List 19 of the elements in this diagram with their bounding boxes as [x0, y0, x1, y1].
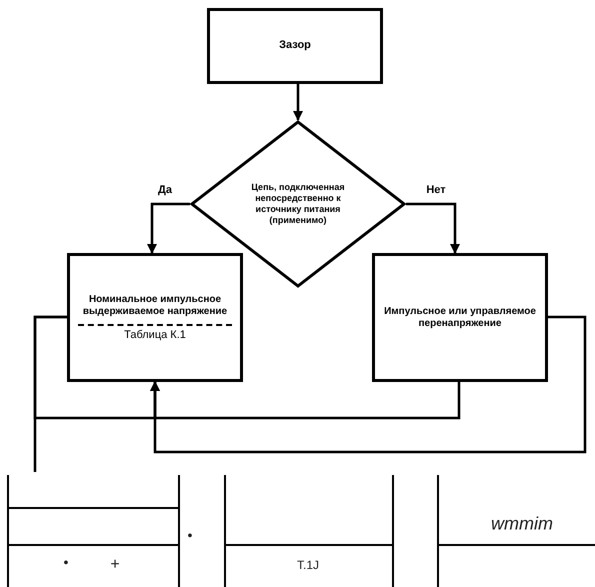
edge-label: Нет — [424, 184, 448, 196]
process-box — [67, 253, 243, 382]
arrow — [293, 84, 303, 121]
table-text: wmmim — [491, 514, 553, 534]
table-text: • — [64, 554, 68, 570]
node-text: Цепь, подключенная непосредственно к источнику питания (применимо) — [250, 182, 346, 226]
process-box — [207, 8, 383, 84]
node-text: Зазор — [279, 39, 311, 53]
table-text: T.1J — [297, 558, 319, 572]
arrow — [406, 202, 460, 254]
table-text: • — [188, 527, 192, 543]
table-text: + — [110, 556, 120, 574]
table-reference: Таблица К.1 — [78, 324, 232, 341]
node-text: Импульсное или управляемое перенапряжение — [383, 306, 537, 330]
decision-diamond — [190, 120, 406, 288]
node-text: Номинальное импульсное выдерживаемое напряжение — [82, 294, 228, 318]
arrow — [147, 202, 190, 254]
process-box — [372, 253, 548, 382]
edge-label: Да — [156, 184, 174, 196]
